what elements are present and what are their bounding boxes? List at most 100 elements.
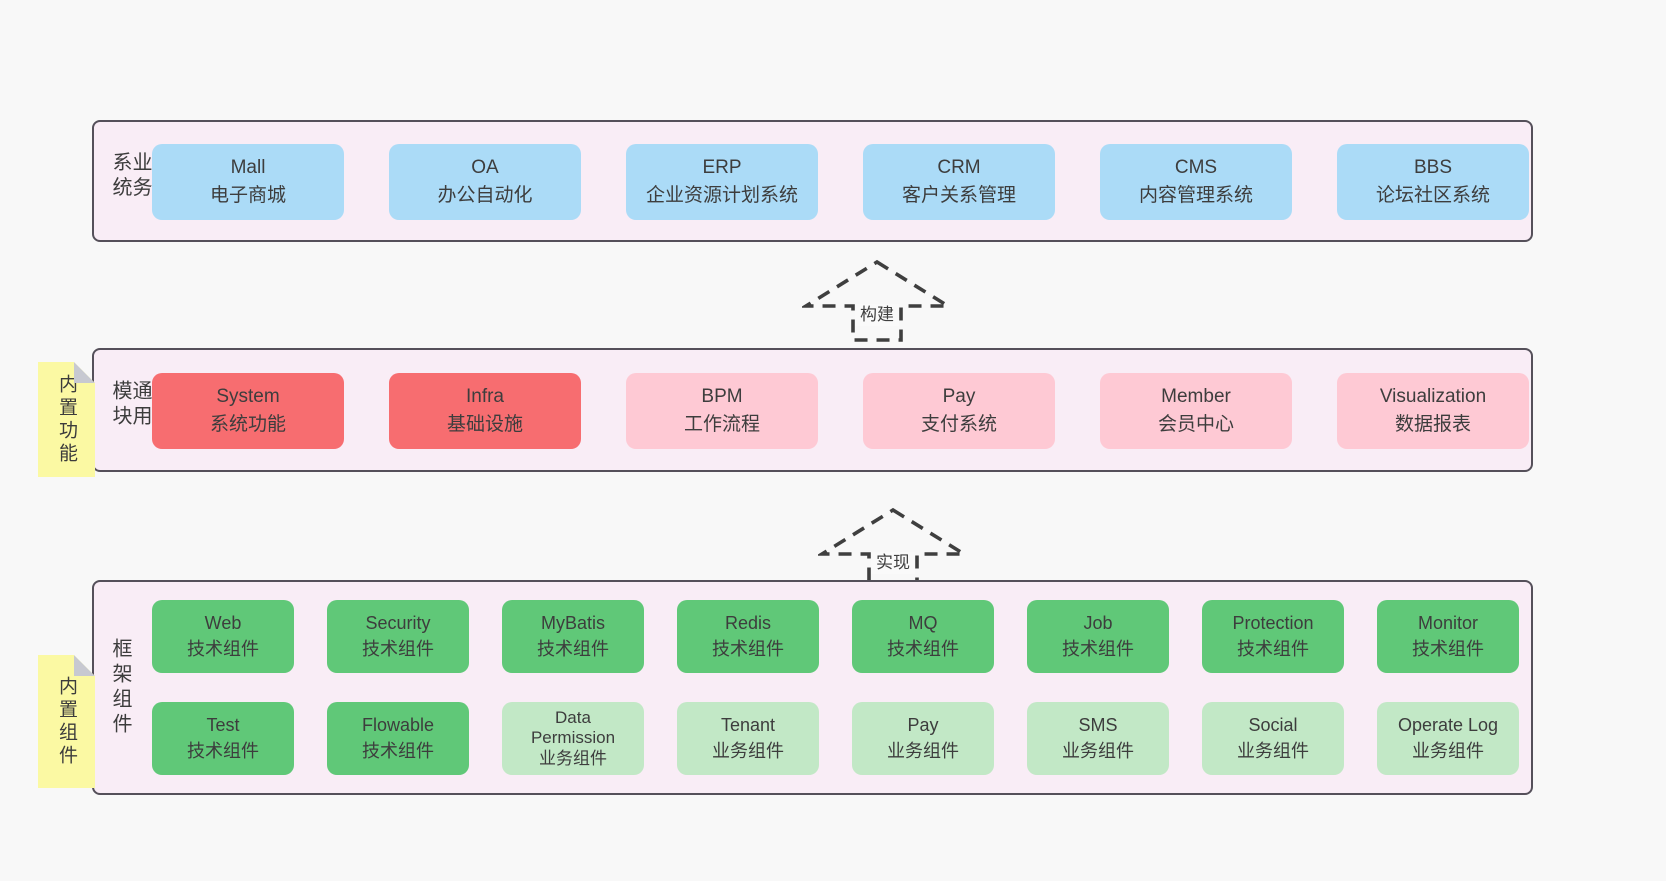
box-line: Social (1248, 715, 1298, 736)
diagram-box-redis: Redis 技术组件 (677, 600, 819, 673)
box-line: Test (206, 715, 240, 736)
diagram-box-monitor: Monitor 技术组件 (1377, 600, 1519, 673)
box-line: 数据报表 (1394, 414, 1471, 435)
box-line: Tenant (720, 715, 776, 736)
box-line: Monitor (1417, 613, 1479, 634)
box-line: MQ (908, 613, 938, 634)
box-line: 技术组件 (537, 638, 609, 659)
box-line: Flowable (361, 715, 435, 736)
dashed-up-arrow-icon (802, 259, 952, 342)
diagram-box-cms: CMS 内容管理系统 (1100, 144, 1292, 220)
box-line: Protection (1232, 613, 1314, 634)
box-line: 业务组件 (887, 740, 959, 761)
box-line: MyBatis (540, 613, 605, 634)
implement-arrow-label: 实现 (871, 552, 915, 575)
box-line: 技术组件 (187, 638, 259, 659)
box-line: 业务组件 (1412, 740, 1484, 761)
box-line: Infra (465, 385, 505, 407)
box-line: 企业资源计划系统 (645, 185, 798, 206)
diagram-box-erp: ERP 企业资源计划系统 (626, 144, 818, 220)
box-line: Operate Log (1397, 715, 1499, 736)
layer-business-systems: 业务系统 Mall 电子商城 OA 办公自动化 ERP 企业资源计划系统 CRM 客户关系管理… (92, 120, 1533, 242)
layer-business-label: 业务系统 (109, 151, 151, 202)
box-line: 基础设施 (446, 414, 523, 435)
sticky-note-built-in-features: 内置功能 (38, 362, 95, 477)
box-line: 技术组件 (712, 638, 784, 659)
dashed-up-arrow-icon (818, 507, 968, 590)
box-line: OA (471, 156, 499, 178)
box-line: Pay (907, 715, 939, 736)
box-line: Mall (230, 156, 266, 178)
box-line: Member (1161, 385, 1231, 407)
box-line: 技术组件 (1062, 638, 1134, 659)
diagram-box-web: Web 技术组件 (152, 600, 294, 673)
box-line: CRM (937, 156, 981, 178)
box-line: 技术组件 (1412, 638, 1484, 659)
box-line: 客户关系管理 (901, 185, 1016, 206)
box-line: Visualization (1379, 385, 1487, 407)
box-line: Pay (942, 385, 976, 407)
box-line: 业务组件 (712, 740, 784, 761)
diagram-box-member: Member 会员中心 (1100, 373, 1292, 449)
box-line: 论坛社区系统 (1375, 185, 1490, 206)
sticky-note-label: 内置组件 (56, 675, 77, 768)
diagram-box-bpm: BPM 工作流程 (626, 373, 818, 449)
box-line: Security (365, 613, 431, 634)
box-line: BBS (1413, 156, 1453, 178)
box-line: 电子商城 (209, 185, 286, 206)
diagram-box-security: Security 技术组件 (327, 600, 469, 673)
box-line: 业务组件 (1237, 740, 1309, 761)
box-line: 技术组件 (362, 740, 434, 761)
box-line: 技术组件 (362, 638, 434, 659)
box-line: CMS (1174, 156, 1218, 178)
box-line: 技术组件 (887, 638, 959, 659)
business-boxes-row: Mall 电子商城 OA 办公自动化 ERP 企业资源计划系统 CRM 客户关系管理 CMS 内容… (152, 144, 1529, 220)
diagram-box-infra: Infra 基础设施 (389, 373, 581, 449)
diagram-box-visualization: Visualization 数据报表 (1337, 373, 1529, 449)
box-line: BPM (701, 385, 743, 407)
box-line: 支付系统 (920, 414, 997, 435)
diagram-box-pay: Pay 支付系统 (863, 373, 1055, 449)
build-arrow: 构建 (802, 258, 952, 342)
diagram-box-sms: SMS 业务组件 (1027, 702, 1169, 775)
diagram-box-mq: MQ 技术组件 (852, 600, 994, 673)
box-line: 业务组件 (539, 748, 607, 768)
diagram-box-operate-log: Operate Log 业务组件 (1377, 702, 1519, 775)
sticky-note-label: 内置功能 (56, 373, 77, 466)
box-line: Web (204, 613, 242, 634)
diagram-box-bbs: BBS 论坛社区系统 (1337, 144, 1529, 220)
diagram-box-pay: Pay 业务组件 (852, 702, 994, 775)
build-arrow-label: 构建 (855, 304, 899, 327)
box-line: Redis (724, 613, 772, 634)
diagram-box-crm: CRM 客户关系管理 (863, 144, 1055, 220)
implement-arrow: 实现 (818, 506, 968, 590)
diagram-box-tenant: Tenant 业务组件 (677, 702, 819, 775)
box-line: 技术组件 (187, 740, 259, 761)
diagram-box-mybatis: MyBatis 技术组件 (502, 600, 644, 673)
box-line: SMS (1078, 715, 1118, 736)
box-line: ERP (702, 156, 742, 178)
box-line: 内容管理系统 (1138, 185, 1253, 206)
box-line: Job (1083, 613, 1113, 634)
layer-components-label: 框架组件 (109, 637, 131, 738)
box-line: Data (555, 708, 591, 728)
box-line: 办公自动化 (437, 185, 533, 206)
diagram-box-oa: OA 办公自动化 (389, 144, 581, 220)
box-line: Permission (530, 728, 616, 748)
diagram-box-social: Social 业务组件 (1202, 702, 1344, 775)
box-line: 系统功能 (209, 414, 286, 435)
diagram-box-flowable: Flowable 技术组件 (327, 702, 469, 775)
box-line: 工作流程 (683, 414, 760, 435)
box-line: 会员中心 (1157, 414, 1234, 435)
box-line: 业务组件 (1062, 740, 1134, 761)
diagram-box-mall: Mall 电子商城 (152, 144, 344, 220)
layer-modules-label: 通用模块 (109, 380, 151, 430)
